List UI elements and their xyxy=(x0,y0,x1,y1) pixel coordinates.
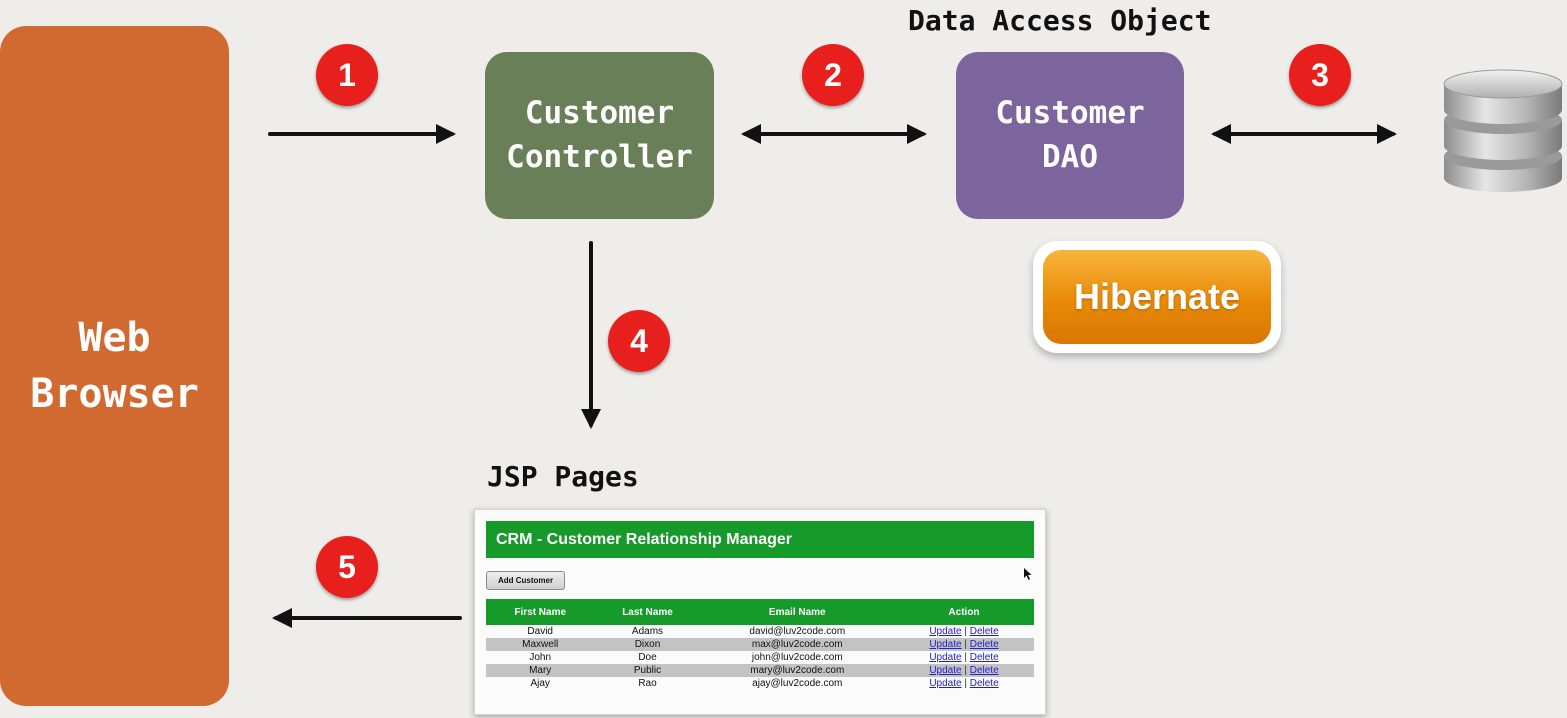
delete-link[interactable]: Delete xyxy=(969,626,999,637)
email-cell: david@luv2code.com xyxy=(749,626,846,637)
web-browser-label: Web Browser xyxy=(30,315,199,417)
column-header: Last Name xyxy=(594,599,701,625)
action-cell: Update | Delete xyxy=(894,625,1034,638)
delete-link[interactable]: Delete xyxy=(969,652,999,663)
action-cell: Update | Delete xyxy=(893,638,1034,651)
link-separator: | xyxy=(964,652,967,663)
step-badge-5: 5 xyxy=(316,536,378,598)
last-name-cell: Doe xyxy=(638,652,657,663)
update-link[interactable]: Update xyxy=(929,678,962,689)
step-badge-1: 1 xyxy=(316,44,378,106)
table-header-row: First Name Last Name Email Name Action xyxy=(486,599,1034,625)
crm-header: CRM - Customer Relationship Manager xyxy=(486,521,1034,558)
action-cell: Update | Delete xyxy=(893,664,1034,677)
first-name-cell: David xyxy=(527,626,553,637)
last-name-cell: Dixon xyxy=(594,638,701,651)
column-header: First Name xyxy=(486,599,595,625)
first-name-cell: Maxwell xyxy=(486,638,595,651)
action-cell: Update | Delete xyxy=(894,677,1034,690)
web-browser-box: Web Browser xyxy=(0,26,229,706)
link-separator: | xyxy=(964,626,967,637)
email-cell: max@luv2code.com xyxy=(700,638,894,651)
step-badge-2: 2 xyxy=(802,44,864,106)
delete-link[interactable]: Delete xyxy=(969,639,999,650)
link-separator: | xyxy=(964,665,967,676)
link-separator: | xyxy=(964,678,967,689)
email-cell: john@luv2code.com xyxy=(751,652,843,663)
update-link[interactable]: Update xyxy=(929,652,962,663)
step-badge-4: 4 xyxy=(608,310,670,372)
customer-table: First Name Last Name Email Name Action D… xyxy=(486,599,1034,690)
hibernate-badge: Hibernate xyxy=(1033,241,1281,353)
add-customer-button[interactable]: Add Customer xyxy=(486,571,565,590)
update-link[interactable]: Update xyxy=(929,665,962,676)
email-cell: ajay@luv2code.com xyxy=(752,678,843,689)
table-row: Maxwell Dixon max@luv2code.com Update | … xyxy=(486,638,1034,651)
customer-dao-label: Customer DAO xyxy=(995,95,1145,175)
database-icon xyxy=(1443,69,1563,192)
hibernate-label: Hibernate xyxy=(1043,250,1271,344)
table-row: John Doe john@luv2code.com Update | Dele… xyxy=(486,651,1034,664)
dao-title: Data Access Object xyxy=(908,4,1212,37)
customer-dao-box: Customer DAO xyxy=(956,52,1184,219)
last-name-cell: Public xyxy=(594,664,701,677)
column-header: Action xyxy=(893,599,1034,625)
customer-controller-label: Customer Controller xyxy=(506,95,693,175)
delete-link[interactable]: Delete xyxy=(969,665,999,676)
last-name-cell: Rao xyxy=(638,678,657,689)
customer-controller-box: Customer Controller xyxy=(485,52,714,219)
first-name-cell: John xyxy=(529,652,552,663)
table-row: David Adams david@luv2code.com Update | … xyxy=(486,625,1034,638)
jsp-title: JSP Pages xyxy=(487,460,639,493)
step-badge-3: 3 xyxy=(1289,44,1351,106)
last-name-cell: Adams xyxy=(631,626,664,637)
delete-link[interactable]: Delete xyxy=(969,678,999,689)
action-cell: Update | Delete xyxy=(894,651,1034,664)
update-link[interactable]: Update xyxy=(929,639,962,650)
email-cell: mary@luv2code.com xyxy=(700,664,894,677)
link-separator: | xyxy=(964,639,967,650)
column-header: Email Name xyxy=(700,599,894,625)
cursor-icon xyxy=(1024,568,1032,580)
jsp-page-screenshot: CRM - Customer Relationship Manager Add … xyxy=(474,509,1046,715)
first-name-cell: Mary xyxy=(486,664,595,677)
first-name-cell: Ajay xyxy=(530,678,550,689)
update-link[interactable]: Update xyxy=(929,626,962,637)
table-row: Mary Public mary@luv2code.com Update | D… xyxy=(486,664,1034,677)
table-row: Ajay Rao ajay@luv2code.com Update | Dele… xyxy=(486,677,1034,690)
